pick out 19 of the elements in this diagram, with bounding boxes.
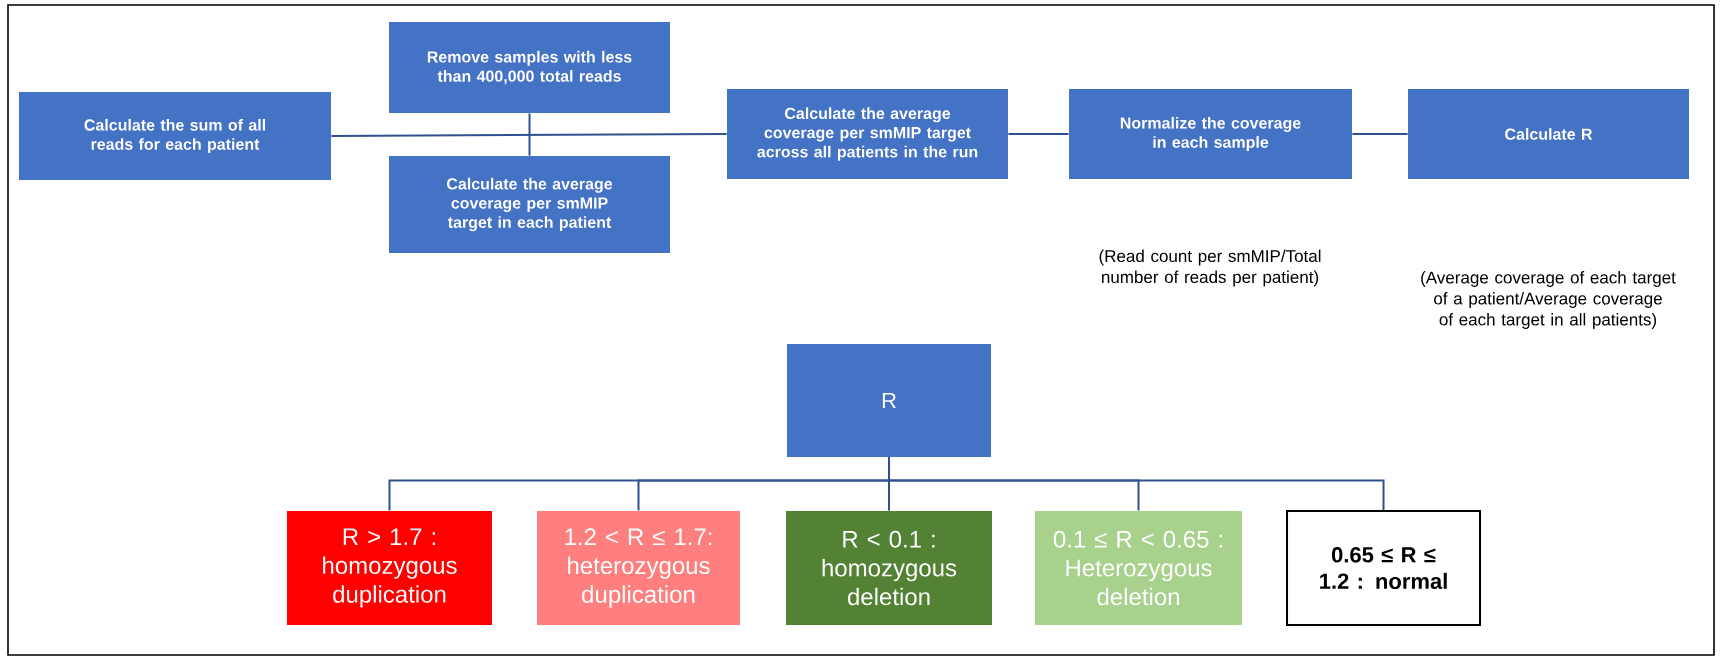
process-box: Calculate R — [1408, 89, 1689, 179]
process-box: Normalize the coverage in each sample — [1069, 89, 1352, 179]
connector-line — [1007, 133, 1070, 135]
process-box: Calculate the average coverage per smMIP target across all patients in the run — [727, 89, 1008, 179]
connector-line — [330, 133, 728, 137]
connector-line — [1351, 133, 1409, 135]
category-box: 1.2 < R ≤ 1.7: heterozygous duplication — [537, 511, 740, 625]
category-box: 0.1 ≤ R < 0.65 : Heterozygous deletion — [1035, 511, 1242, 625]
connector-line — [888, 456, 1385, 511]
process-box: Calculate the average coverage per smMIP target in each patient — [389, 156, 670, 253]
note-text: (Read count per smMIP/Total number of reads per patient) — [1099, 249, 1321, 287]
note-text: (Average coverage of each target of a patient/Average coverage of each target in all patients) — [1421, 271, 1676, 329]
process-box: Calculate the sum of all reads for each patient — [19, 92, 331, 180]
category-box: 0.65 ≤ R ≤ 1.2 : normal — [1286, 510, 1481, 626]
category-box: R < 0.1 : homozygous deletion — [786, 511, 992, 625]
process-box: Remove samples with less than 400,000 total reads — [389, 22, 670, 113]
connector-line — [528, 112, 531, 157]
result-box: R — [787, 344, 991, 457]
category-box: R > 1.7 : homozygous duplication — [287, 511, 492, 625]
